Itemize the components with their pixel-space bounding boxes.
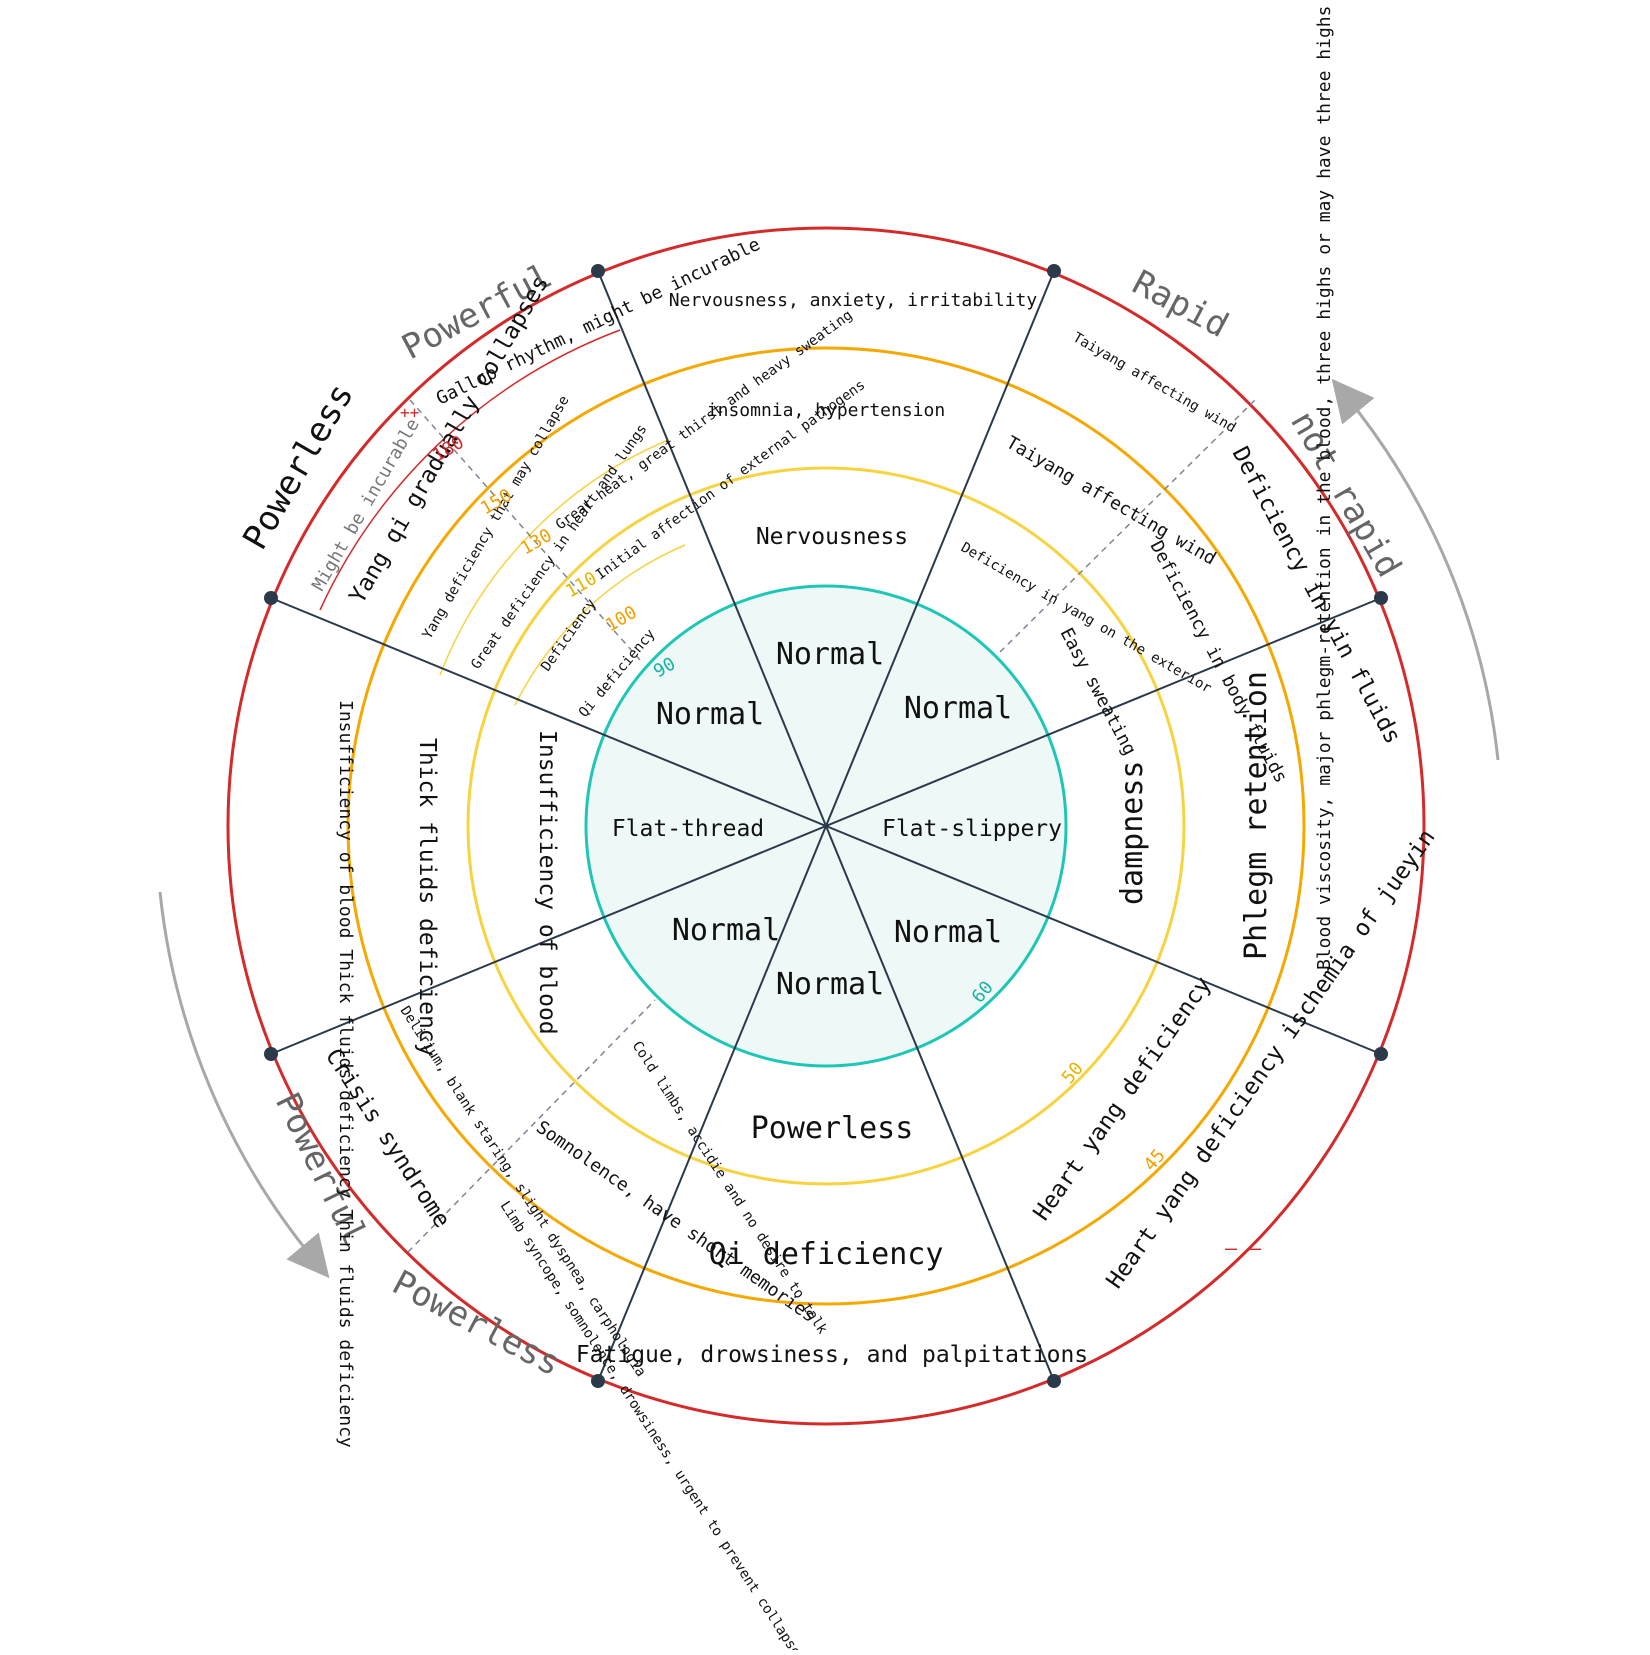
- mark-plus: ++: [400, 403, 419, 422]
- dash-lower-left: [407, 999, 656, 1253]
- top-ring2-text: insomnia, hypertension: [707, 400, 945, 421]
- upper-left-yellow-arc-2: [514, 544, 686, 706]
- left-ring3-text: Insufficiency of blood: [534, 730, 560, 1035]
- right-core-text: Flat-slippery: [882, 816, 1062, 842]
- ur-ring2-text: Taiyang affecting wind: [1003, 432, 1220, 569]
- ring-dots: [264, 264, 1388, 1388]
- sector-line-d: [270, 597, 1382, 1055]
- lr-core-text: Normal: [894, 915, 1002, 950]
- right-ring2-text: Phlegm retention: [1239, 671, 1274, 960]
- dash-upper-left: [409, 399, 641, 661]
- bottom-ring3-text: Powerless: [751, 1111, 914, 1146]
- ll-core-text: Normal: [672, 913, 780, 948]
- ll-ring3-text: Cold limbs, accidie and no desire to tal…: [629, 1038, 831, 1337]
- num-100: 100: [602, 602, 641, 636]
- ul-ring3-c-text: Deficiency: [538, 596, 599, 674]
- bottom-core-text: Normal: [776, 967, 884, 1002]
- right-outer-text: Blood viscosity, major phlegm-retention …: [1314, 6, 1335, 971]
- outer-ring: [226, 226, 1426, 1426]
- upper-left-yellow-arc-1: [439, 439, 669, 676]
- num-45: 45: [1140, 1145, 1170, 1175]
- right-ring3-text: dampness: [1115, 761, 1150, 906]
- arrow-left: [158, 891, 330, 1279]
- ur-core-text: Normal: [904, 691, 1012, 726]
- bottom-ring2-text: Qi deficiency: [709, 1237, 944, 1272]
- label-powerless-bottom: Powerless: [386, 1263, 567, 1385]
- top-core-text: Normal: [776, 637, 884, 672]
- ur-outer-text: Taiyang affecting wind: [1070, 330, 1239, 437]
- ul-core-text: Normal: [656, 697, 764, 732]
- label-rapid: Rapid: [1126, 263, 1235, 346]
- bottom-outer-text: Fatigue, drowsiness, and palpitations: [576, 1342, 1088, 1368]
- top-outer-text: Nervousness, anxiety, irritability: [669, 290, 1038, 311]
- mark-minus: – –: [1225, 1236, 1262, 1260]
- left-ring2-text: Thick fluids deficiency: [414, 738, 440, 1057]
- ll-ring2-b-text: Somnolence, have short memories: [532, 1117, 819, 1327]
- left-core-text: Flat-thread: [612, 816, 764, 842]
- upper-left-red-arc: [319, 329, 621, 611]
- top-ring3-text: Nervousness: [756, 524, 908, 550]
- orange-ring: [346, 346, 1306, 1306]
- left-outer-text: Insufficiency of blood Thick fluids defi…: [335, 700, 356, 1448]
- num-50: 50: [1058, 1058, 1088, 1088]
- arrow-right: [1331, 378, 1500, 761]
- yellow-ring: [466, 466, 1186, 1186]
- dash-upper-right: [999, 399, 1256, 653]
